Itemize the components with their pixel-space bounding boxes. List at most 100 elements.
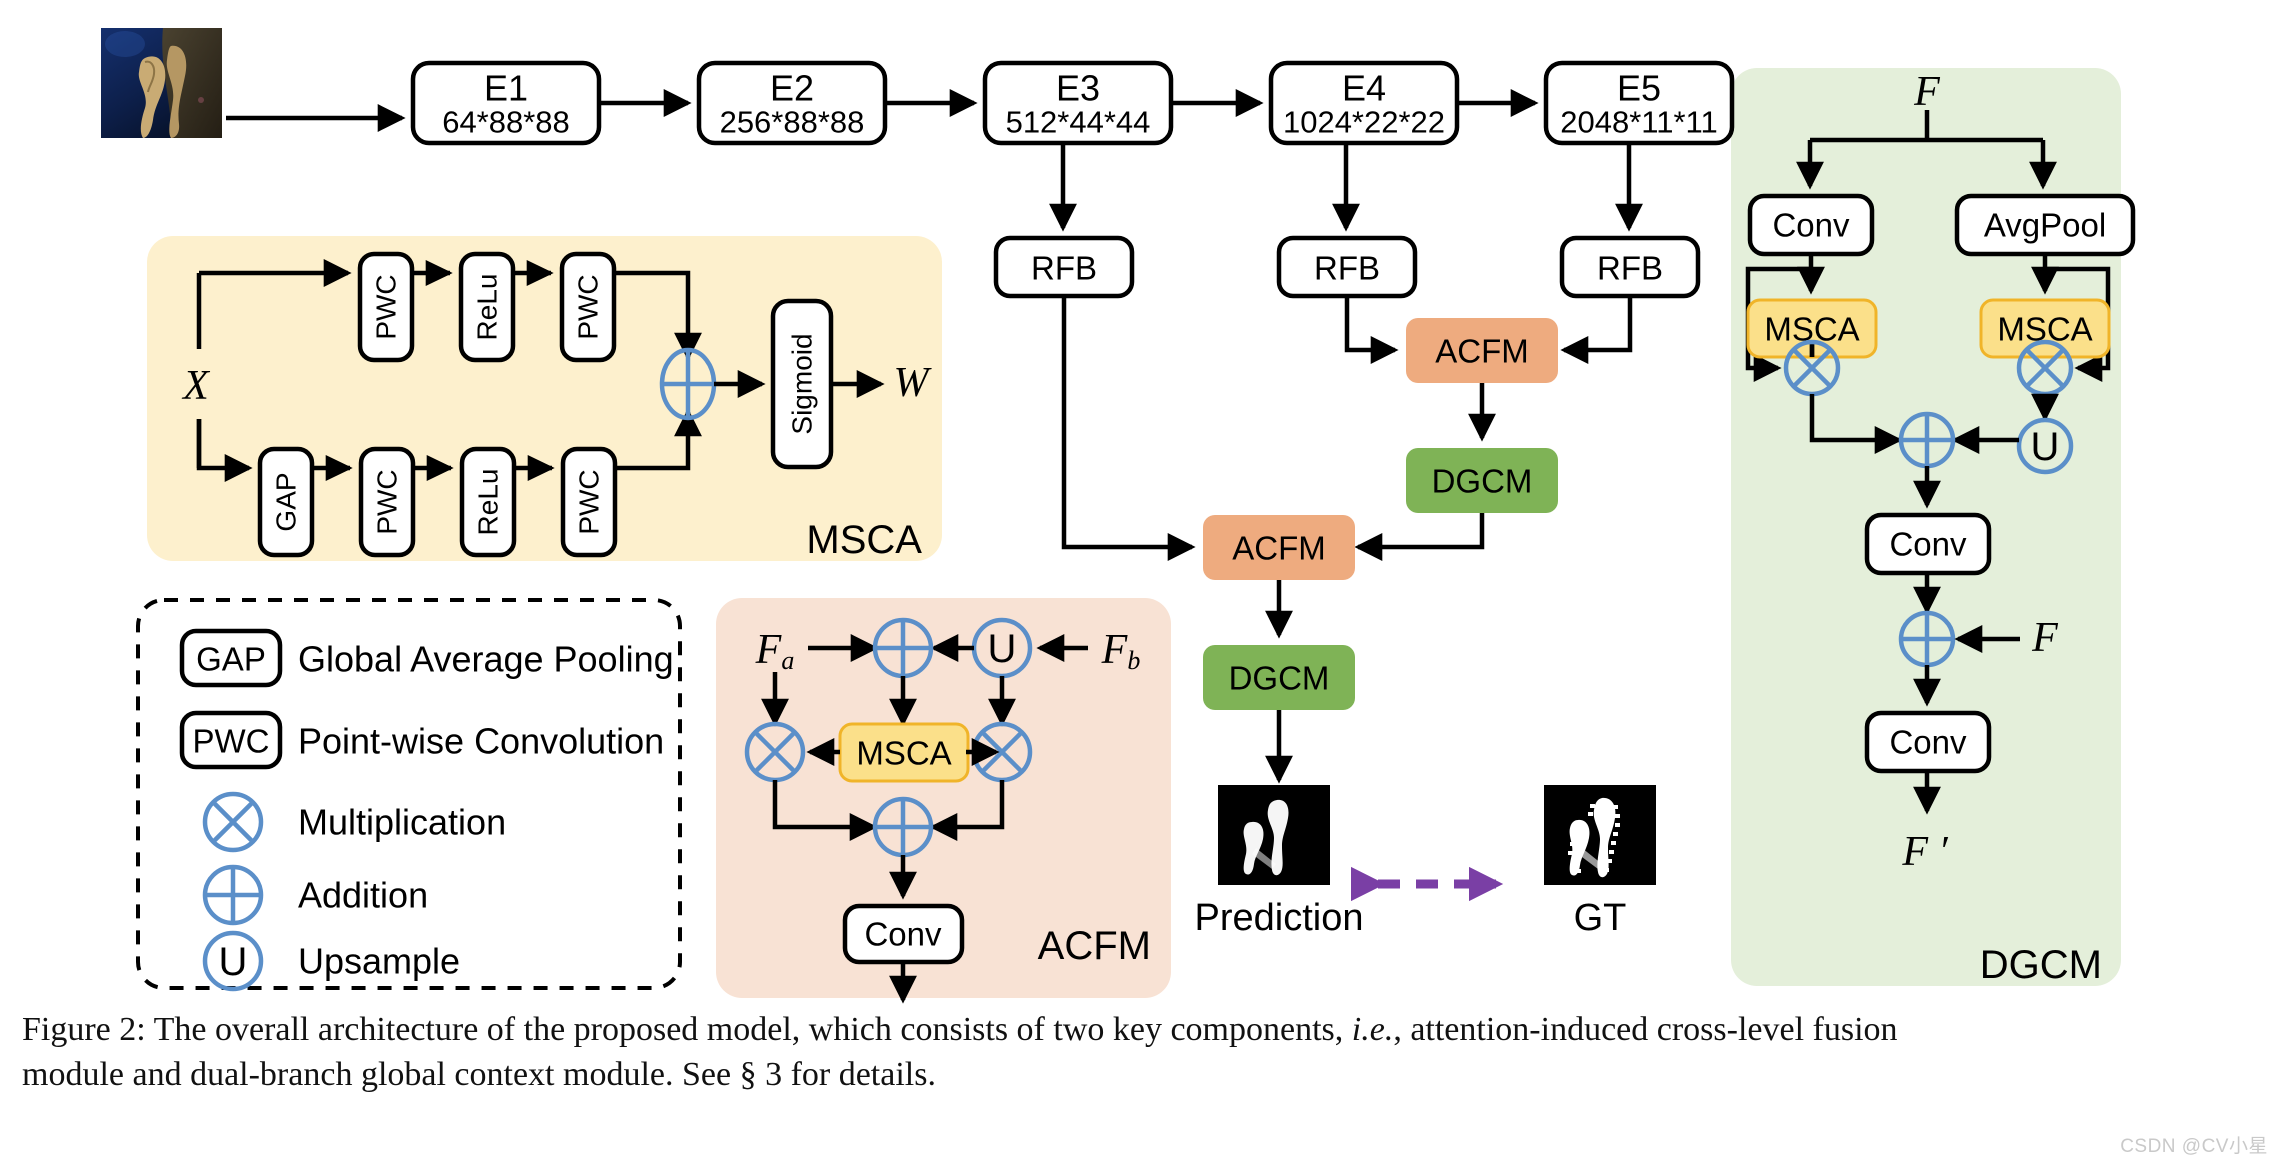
acfm-block-lower: ACFM: [1203, 515, 1355, 580]
dgcm-panel-title: DGCM: [1980, 943, 2102, 987]
arrow-rfb3-to-acfm1: [1560, 296, 1633, 364]
legend-upsample-text: Upsample: [298, 941, 460, 982]
caption-part-2: , attention-induced cross-level fusion: [1393, 1011, 1898, 1048]
msca-sigmoid: Sigmoid: [770, 298, 834, 470]
encoder-e3-shape: 512*44*44: [1006, 105, 1151, 140]
encoder-e2: E2 256*88*88: [696, 60, 888, 146]
encoder-e2-name: E2: [770, 68, 814, 109]
msca-arrow-bot-to-add: [615, 408, 702, 471]
legend-addition-text: Addition: [298, 875, 428, 916]
acfm-addition-top: [872, 617, 934, 679]
legend-box: [136, 598, 682, 990]
acfm-arrow-multright-to-add: [929, 780, 1005, 841]
msca-bottom-pwc-2-label: PWC: [574, 469, 605, 534]
dgcm-block-upper-label: DGCM: [1432, 463, 1533, 500]
prediction-image: [1218, 785, 1330, 885]
encoder-e2-shape: 256*88*88: [720, 105, 865, 140]
encoder-e5-name: E5: [1617, 68, 1661, 109]
acfm-conv-block: Conv: [842, 903, 965, 965]
gt-image: [1544, 785, 1656, 885]
input-image-thumbnail: [101, 28, 222, 138]
dgcm-block-lower-label: DGCM: [1229, 660, 1330, 697]
legend-multiplication-text: Multiplication: [298, 802, 506, 843]
encoder-e4-shape: 1024*22*22: [1283, 105, 1445, 140]
legend-item-upsample: U Upsample: [202, 930, 460, 992]
dgcm-addition-middle: [1898, 411, 1956, 469]
msca-bottom-pwc-2: PWC: [560, 446, 618, 558]
dgcm-upsample-label: U: [2031, 425, 2060, 469]
acfm-msca-block: MSCA: [838, 722, 970, 783]
msca-bottom-pwc-1-label: PWC: [372, 469, 403, 534]
dgcm-msca-left: MSCA: [1746, 298, 1878, 359]
encoder-e1: E1 64*88*88: [410, 60, 602, 146]
msca-top-relu-label: ReLu: [472, 274, 503, 341]
legend-item-addition: Addition: [202, 864, 428, 926]
msca-top-pwc-1: PWC: [357, 251, 415, 363]
acfm-addition-bottom: [872, 796, 934, 858]
msca-top-pwc-2: PWC: [559, 251, 617, 363]
figure-caption: Figure 2: The overall architecture of th…: [22, 1008, 2262, 1098]
msca-bottom-relu-label: ReLu: [473, 469, 504, 536]
encoder-e4-name: E4: [1342, 68, 1386, 109]
legend-upsample-symbol: U: [219, 940, 248, 984]
msca-sigmoid-label: Sigmoid: [787, 333, 818, 434]
msca-panel-title: MSCA: [806, 518, 922, 562]
encoder-e5-shape: 2048*11*11: [1560, 105, 1717, 140]
encoder-e5: E5 2048*11*11: [1543, 60, 1735, 146]
acfm-panel-title: ACFM: [1038, 924, 1151, 968]
legend-pwc-symbol: PWC: [193, 723, 270, 760]
acfm-block-upper-label: ACFM: [1435, 333, 1529, 370]
acfm-block-upper: ACFM: [1406, 318, 1558, 383]
msca-top-pwc-2-label: PWC: [573, 274, 604, 339]
msca-addition-operator: [659, 347, 717, 421]
legend-item-multiplication: Multiplication: [202, 791, 506, 853]
rfb-block-2-label: RFB: [1314, 250, 1380, 287]
legend-item-gap: GAP Global Average Pooling: [179, 628, 674, 688]
dgcm-upsample-operator: U: [2016, 417, 2074, 475]
msca-bottom-relu: ReLu: [459, 446, 517, 558]
legend-item-pwc: PWC Point-wise Convolution: [179, 710, 664, 770]
acfm-conv-label: Conv: [864, 916, 942, 953]
encoder-e3: E3 512*44*44: [982, 60, 1174, 146]
rfb-block-3: RFB: [1559, 235, 1701, 299]
dgcm-block-upper: DGCM: [1406, 448, 1558, 513]
encoder-e1-name: E1: [484, 68, 528, 109]
dgcm-conv-block-bottom: Conv: [1864, 710, 1992, 774]
msca-top-relu: ReLu: [458, 251, 516, 363]
dgcm-conv-block-middle: Conv: [1864, 512, 1992, 576]
acfm-block-lower-label: ACFM: [1232, 530, 1326, 567]
dgcm-input-label: F: [1913, 69, 1940, 115]
msca-bottom-pwc-1: PWC: [358, 446, 416, 558]
rfb-block-1-label: RFB: [1031, 250, 1097, 287]
legend-gap-text: Global Average Pooling: [298, 639, 674, 680]
legend-pwc-text: Point-wise Convolution: [298, 721, 664, 762]
arrow-rfb2-to-acfm1: [1344, 296, 1399, 364]
arrow-dgcm1-to-acfm2: [1354, 513, 1485, 561]
rfb-block-3-label: RFB: [1597, 250, 1663, 287]
prediction-label: Prediction: [1195, 897, 1364, 939]
acfm-arrow-multleft-to-add: [772, 780, 878, 841]
arrow-rfb1-to-acfm2: [1061, 296, 1196, 561]
dgcm-arrow-multleft-to-add: [1809, 394, 1903, 454]
msca-arrow-top-to-add: [614, 270, 702, 361]
dgcm-conv-bottom-label: Conv: [1889, 724, 1967, 761]
dgcm-msca-right: MSCA: [1979, 298, 2111, 359]
dgcm-avgpool-block: AvgPool: [1954, 193, 2136, 257]
dgcm-residual-input-label: F: [2031, 615, 2058, 661]
acfm-upsample-label: U: [988, 627, 1017, 671]
dgcm-conv-block-top: Conv: [1747, 193, 1875, 257]
encoder-e3-name: E3: [1056, 68, 1100, 109]
dgcm-avgpool-label: AvgPool: [1984, 207, 2106, 244]
encoder-e4: E4 1024*22*22: [1268, 60, 1460, 146]
msca-top-pwc-1-label: PWC: [371, 274, 402, 339]
msca-output-label: W: [894, 360, 933, 406]
acfm-panel-background: [716, 598, 1171, 998]
acfm-input-b-label: Fb: [1101, 627, 1141, 675]
caption-italic: i.e.: [1351, 1011, 1394, 1048]
acfm-input-a-label: Fa: [755, 627, 795, 675]
encoder-e1-shape: 64*88*88: [442, 105, 570, 140]
watermark: CSDN @CV小星: [2120, 1136, 2268, 1157]
dgcm-input-split: [1810, 110, 2043, 143]
dgcm-block-lower: DGCM: [1203, 645, 1355, 710]
